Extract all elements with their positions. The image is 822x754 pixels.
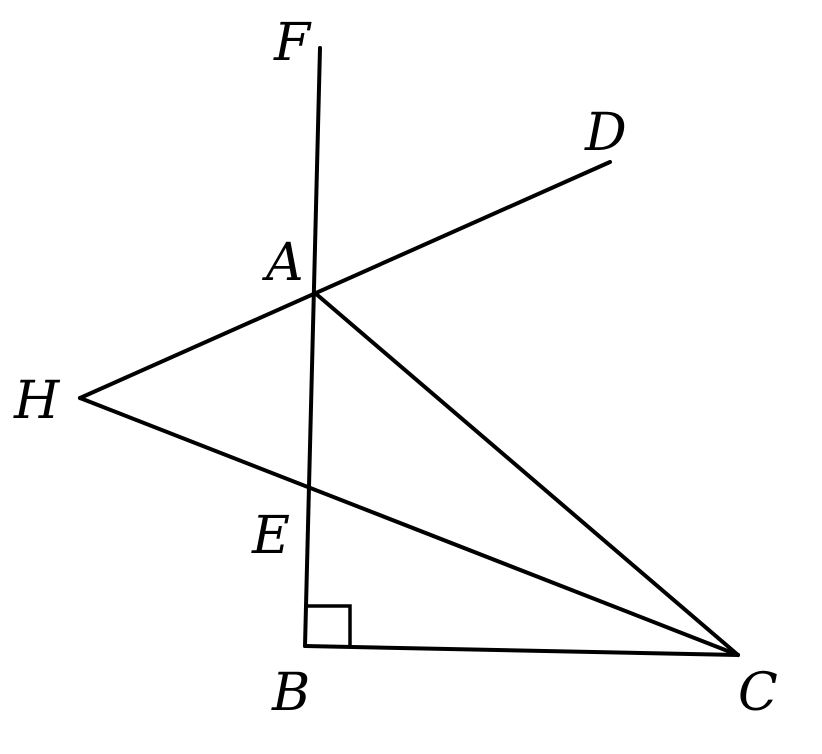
segment-bf [303, 46, 322, 648]
right-angle-marker-b [306, 604, 352, 646]
label-point-e: E [251, 506, 290, 566]
label-point-b: B [271, 663, 310, 723]
label-point-c: C [738, 663, 778, 723]
segment-hc [78, 396, 740, 657]
segment-bc [303, 644, 740, 657]
label-point-d: D [584, 103, 627, 163]
label-point-f: F [273, 13, 312, 73]
segment-hd [78, 160, 612, 400]
label-point-a: A [262, 233, 304, 293]
label-point-h: H [13, 371, 61, 431]
segment-ac [313, 291, 740, 657]
